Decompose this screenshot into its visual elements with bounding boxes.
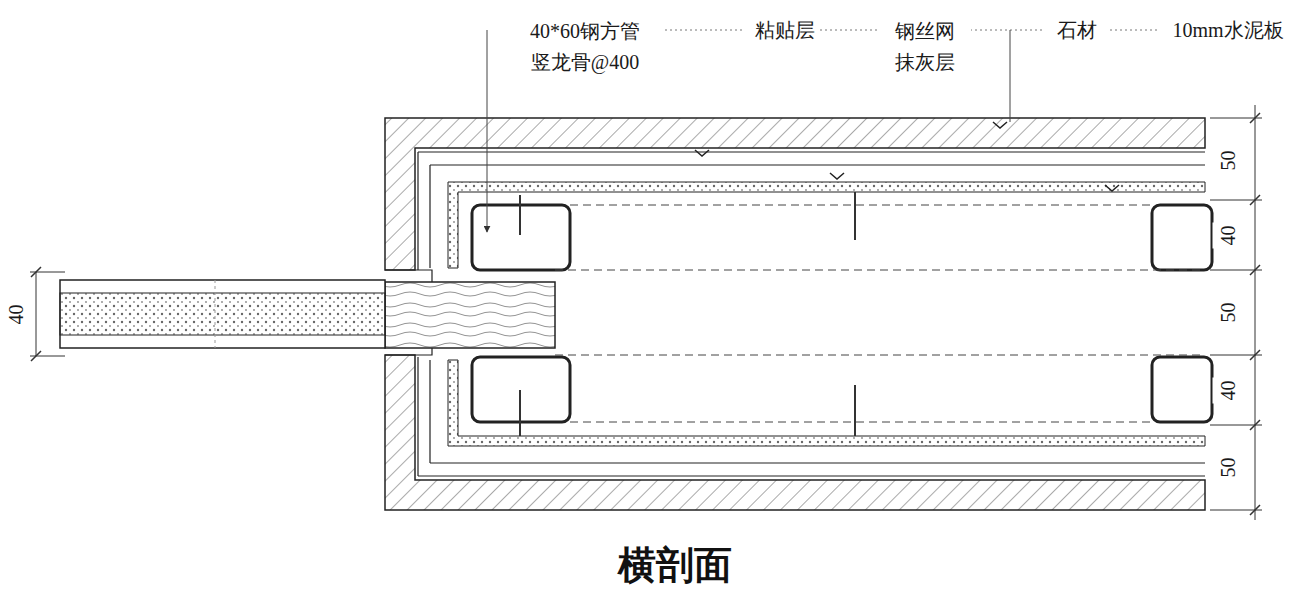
section-title: 横剖面 — [614, 540, 736, 591]
material-callout: 钢丝网 抹灰层 — [880, 16, 971, 78]
dimension-value: 40 — [1213, 377, 1244, 403]
dimension-value: 50 — [1213, 299, 1244, 325]
material-callout: 粘贴层 — [752, 15, 818, 46]
dimension-value: 50 — [1213, 454, 1244, 480]
dimension-value: 40 — [1, 301, 32, 327]
material-callout: 10mm水泥板 — [1169, 15, 1286, 46]
dimension-value: 40 — [1213, 222, 1244, 248]
material-callout: 40*60钢方管 竖龙骨@400 — [507, 16, 663, 78]
dimension-value: 50 — [1213, 147, 1244, 173]
material-callout: 石材 — [1054, 15, 1100, 46]
